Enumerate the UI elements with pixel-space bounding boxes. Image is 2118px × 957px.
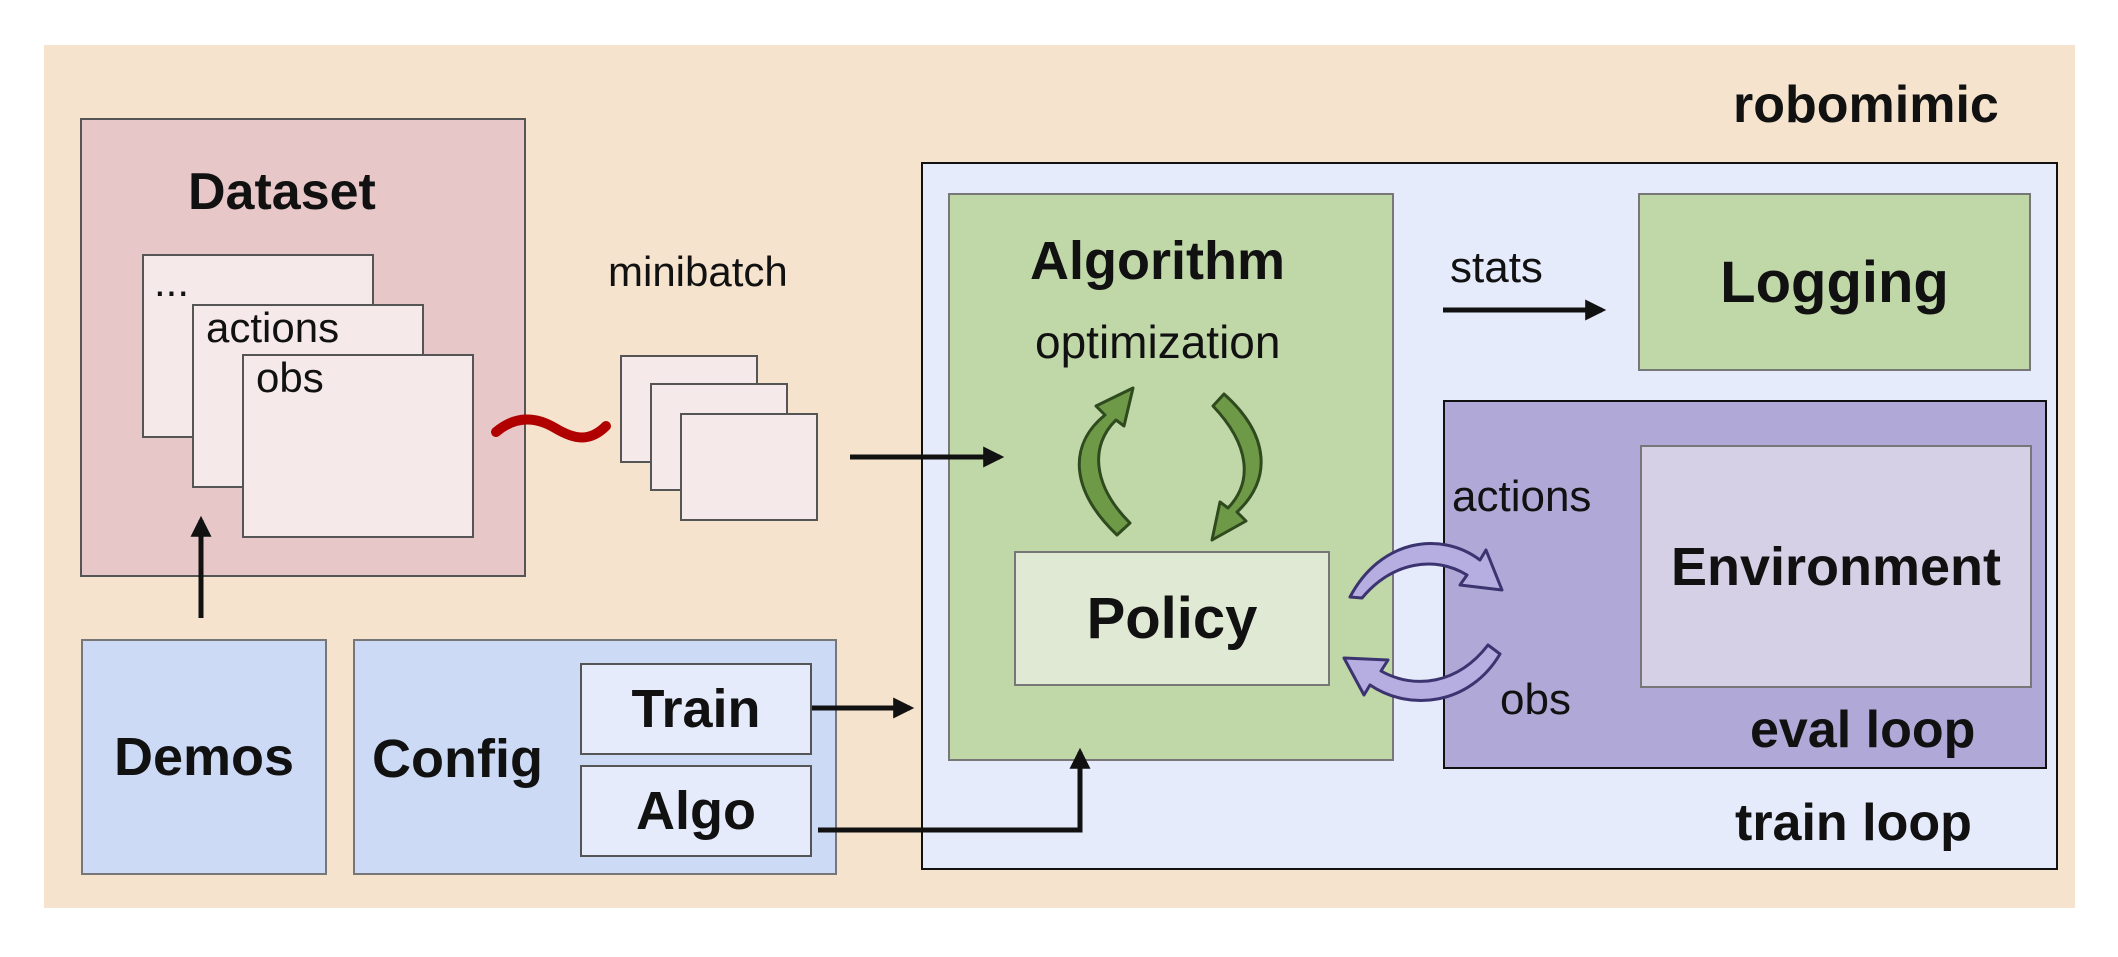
policy-box: Policy bbox=[1014, 551, 1330, 686]
config-label: Config bbox=[372, 729, 543, 789]
optimization-label: optimization bbox=[1035, 316, 1281, 368]
actions-label: actions bbox=[1452, 472, 1592, 521]
minibatch-label: minibatch bbox=[608, 248, 788, 295]
obs-label: obs bbox=[1500, 675, 1571, 724]
eval-loop-label: eval loop bbox=[1750, 701, 1976, 759]
dataset-title: Dataset bbox=[188, 163, 376, 221]
logging-box: Logging bbox=[1638, 193, 2031, 371]
logging-label: Logging bbox=[1720, 249, 1949, 315]
environment-box: Environment bbox=[1640, 445, 2032, 688]
policy-label: Policy bbox=[1086, 586, 1258, 651]
dataset-page-obs: obs bbox=[242, 354, 474, 538]
dataset-item-obs: obs bbox=[256, 354, 324, 401]
robomimic-label: robomimic bbox=[1733, 76, 1999, 134]
demos-label: Demos bbox=[113, 727, 295, 787]
algorithm-title: Algorithm bbox=[1030, 231, 1285, 291]
algo-box: Algo bbox=[580, 765, 812, 857]
dataset-item-ellipsis: ... bbox=[154, 258, 190, 305]
minibatch-page-3 bbox=[680, 413, 818, 521]
train-loop-label: train loop bbox=[1735, 794, 1972, 852]
algo-label: Algo bbox=[636, 781, 756, 841]
stats-label: stats bbox=[1450, 243, 1543, 292]
dataset-item-actions: actions bbox=[206, 304, 340, 351]
demos-box: Demos bbox=[81, 639, 327, 875]
environment-label: Environment bbox=[1670, 536, 2002, 597]
train-box: Train bbox=[580, 663, 812, 755]
train-label: Train bbox=[631, 679, 761, 739]
